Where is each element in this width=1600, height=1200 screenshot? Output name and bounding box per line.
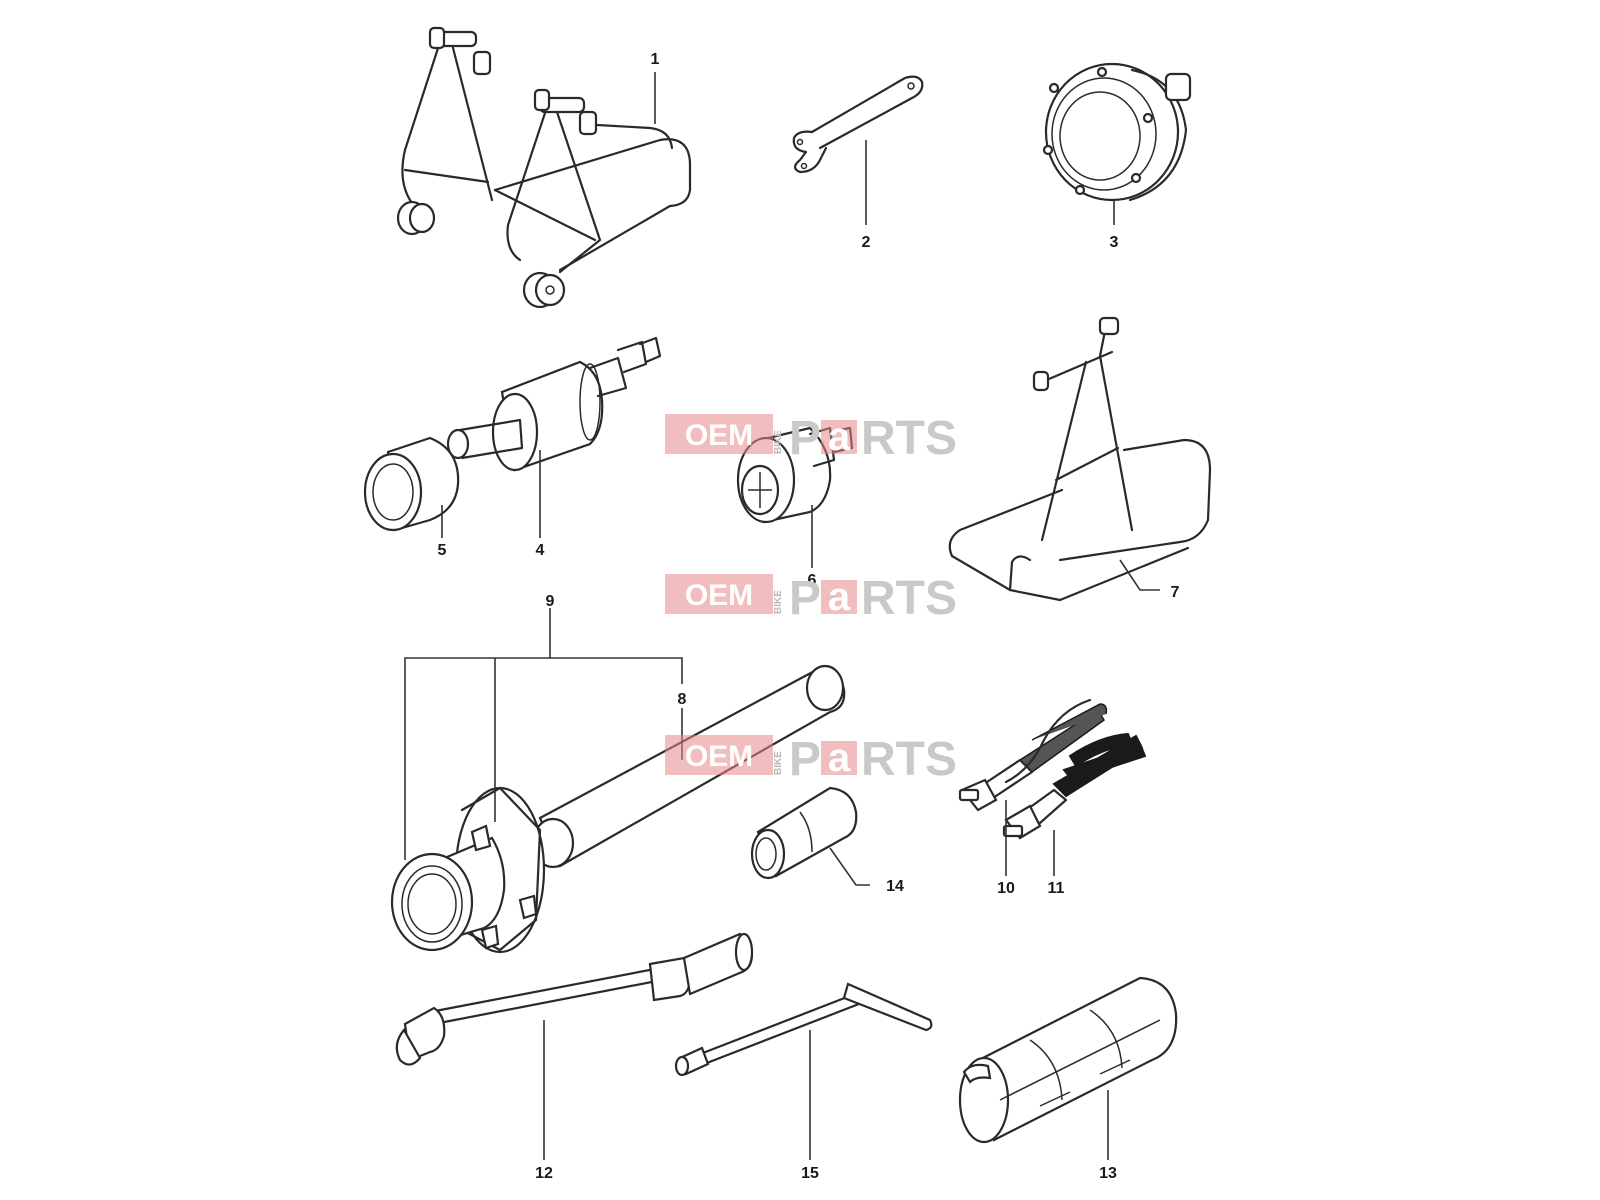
svg-text:P: P	[789, 733, 821, 786]
svg-text:RTS: RTS	[861, 733, 957, 786]
callout-1: 1	[651, 51, 660, 68]
svg-text:P: P	[789, 572, 821, 625]
callout-3: 3	[1110, 234, 1119, 251]
callout-numbers: 1 2 3 4 5 6 7 8 9 10 11 12 13 14 15	[438, 51, 1180, 1182]
callout-6: 6	[808, 572, 817, 589]
callout-10: 10	[997, 880, 1015, 897]
part-13-split-sleeve	[958, 976, 1178, 1144]
svg-text:BIKE: BIKE	[773, 751, 784, 775]
watermark-3: OEM BIKE P a RTS	[665, 733, 957, 786]
part-4-bearing-puller	[446, 336, 662, 472]
part-14-socket	[750, 786, 858, 880]
callout-2: 2	[862, 234, 871, 251]
callout-7: 7	[1171, 584, 1180, 601]
svg-text:a: a	[828, 736, 851, 780]
part-5-sleeve-ring	[363, 436, 460, 532]
part-9-hub-tool	[390, 786, 546, 954]
part-3-nut-socket	[1042, 62, 1192, 202]
callout-4: 4	[536, 542, 545, 559]
part-7-rear-stand	[948, 316, 1212, 602]
part-15-t-wrench	[674, 982, 933, 1077]
callout-5: 5	[438, 542, 447, 559]
svg-text:RTS: RTS	[861, 412, 957, 465]
part-11-pliers	[1002, 732, 1147, 840]
callout-12: 12	[535, 1165, 553, 1182]
watermark-2: OEM BIKE P a RTS	[665, 572, 957, 625]
callout-8: 8	[678, 691, 687, 708]
callout-9: 9	[546, 593, 555, 610]
watermark-1: OEM BIKE P a RTS	[665, 412, 957, 465]
svg-text:OEM: OEM	[685, 419, 753, 452]
svg-text:BIKE: BIKE	[773, 430, 784, 454]
svg-text:a: a	[828, 575, 851, 619]
svg-text:OEM: OEM	[685, 740, 753, 773]
callout-14: 14	[886, 878, 904, 895]
part-6-extractor	[736, 426, 854, 524]
callout-11: 11	[1048, 880, 1065, 897]
part-10-pliers	[958, 698, 1108, 812]
svg-text:RTS: RTS	[861, 572, 957, 625]
svg-text:OEM: OEM	[685, 579, 753, 612]
callout-15: 15	[801, 1165, 819, 1182]
svg-text:P: P	[789, 412, 821, 465]
svg-text:BIKE: BIKE	[773, 590, 784, 614]
svg-text:a: a	[828, 415, 851, 459]
callout-13: 13	[1099, 1165, 1117, 1182]
part-2-pin-spanner	[792, 75, 924, 174]
leader-lines	[404, 72, 1160, 1160]
part-12-slide-hammer	[395, 932, 754, 1066]
part-1-paddock-stand	[396, 26, 692, 309]
